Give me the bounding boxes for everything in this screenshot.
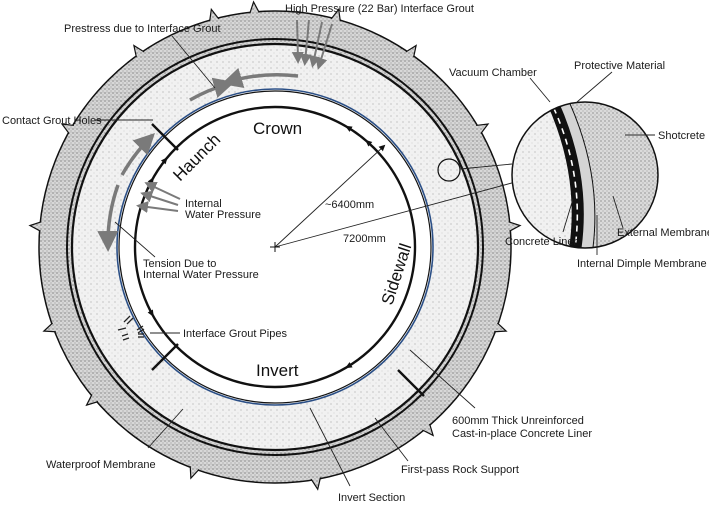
rock-spike — [28, 221, 42, 232]
label-invert: Invert — [256, 361, 299, 380]
label-high-pressure: High Pressure (22 Bar) Interface Grout — [285, 3, 474, 15]
interface-grout-pipes-marks — [117, 315, 145, 341]
label-internal-water-1: Internal — [185, 198, 222, 210]
label-liner-2: Cast-in-place Concrete Liner — [452, 428, 592, 440]
label-shotcrete: Shotcrete — [658, 130, 705, 142]
rock-spike — [508, 221, 522, 232]
label-internal-dimple-membrane: Internal Dimple Membrane — [577, 258, 707, 270]
label-internal-water-2: Water Pressure — [185, 209, 261, 221]
label-liner-1: 600mm Thick Unreinforced — [452, 415, 584, 427]
detail-callout-circle — [437, 158, 461, 182]
inner-section-ring — [133, 105, 417, 389]
rock-spike — [42, 322, 56, 333]
membrane-detail-circle — [512, 102, 658, 248]
section-arrowhead — [160, 157, 168, 165]
high-pressure-arrows — [291, 19, 333, 70]
label-dim-7200: 7200mm — [343, 233, 386, 245]
leader-lines — [95, 35, 655, 487]
label-contact-grout-holes: Contact Grout Holes — [2, 115, 102, 127]
rock-spike — [60, 123, 74, 134]
label-dim-6400: ~6400mm — [325, 199, 374, 211]
rock-spike — [209, 7, 220, 22]
label-first-pass-rock-support: First-pass Rock Support — [401, 464, 519, 476]
section-arrowhead — [345, 125, 353, 132]
rock-spike — [249, 0, 260, 14]
rock-spike — [476, 123, 490, 134]
label-vacuum-chamber: Vacuum Chamber — [449, 67, 537, 79]
rock-spike — [494, 322, 508, 333]
label-protective-material: Protective Material — [574, 60, 665, 72]
label-concrete-liner: Concrete Liner — [505, 236, 577, 248]
dimension-lines — [270, 144, 546, 252]
label-crown: Crown — [253, 119, 302, 138]
label-external-membrane: External Membrane — [617, 227, 709, 239]
label-invert-section: Invert Section — [338, 492, 405, 504]
label-interface-grout-pipes: Interface Grout Pipes — [183, 328, 287, 340]
label-prestress: Prestress due to Interface Grout — [64, 23, 221, 35]
rock-spike — [133, 44, 145, 58]
section-arrowhead — [345, 362, 353, 369]
rock-spike — [189, 466, 200, 480]
prestress-arrows — [97, 67, 299, 252]
rock-spike — [405, 44, 417, 58]
label-tension-2: Internal Water Pressure — [143, 269, 259, 281]
rock-spike — [310, 477, 322, 491]
rock-spike — [330, 7, 341, 22]
section-joint-lines — [151, 123, 425, 397]
internal-water-pressure-arrows — [136, 181, 181, 213]
label-waterproof-membrane: Waterproof Membrane — [46, 459, 156, 471]
section-arrowhead — [147, 309, 154, 317]
rock-spike — [85, 394, 99, 407]
label-tension-1: Tension Due to — [143, 258, 216, 270]
waterproof-membrane-line — [66, 38, 484, 456]
rock-spike — [422, 423, 435, 437]
section-arrowhead — [364, 139, 373, 147]
